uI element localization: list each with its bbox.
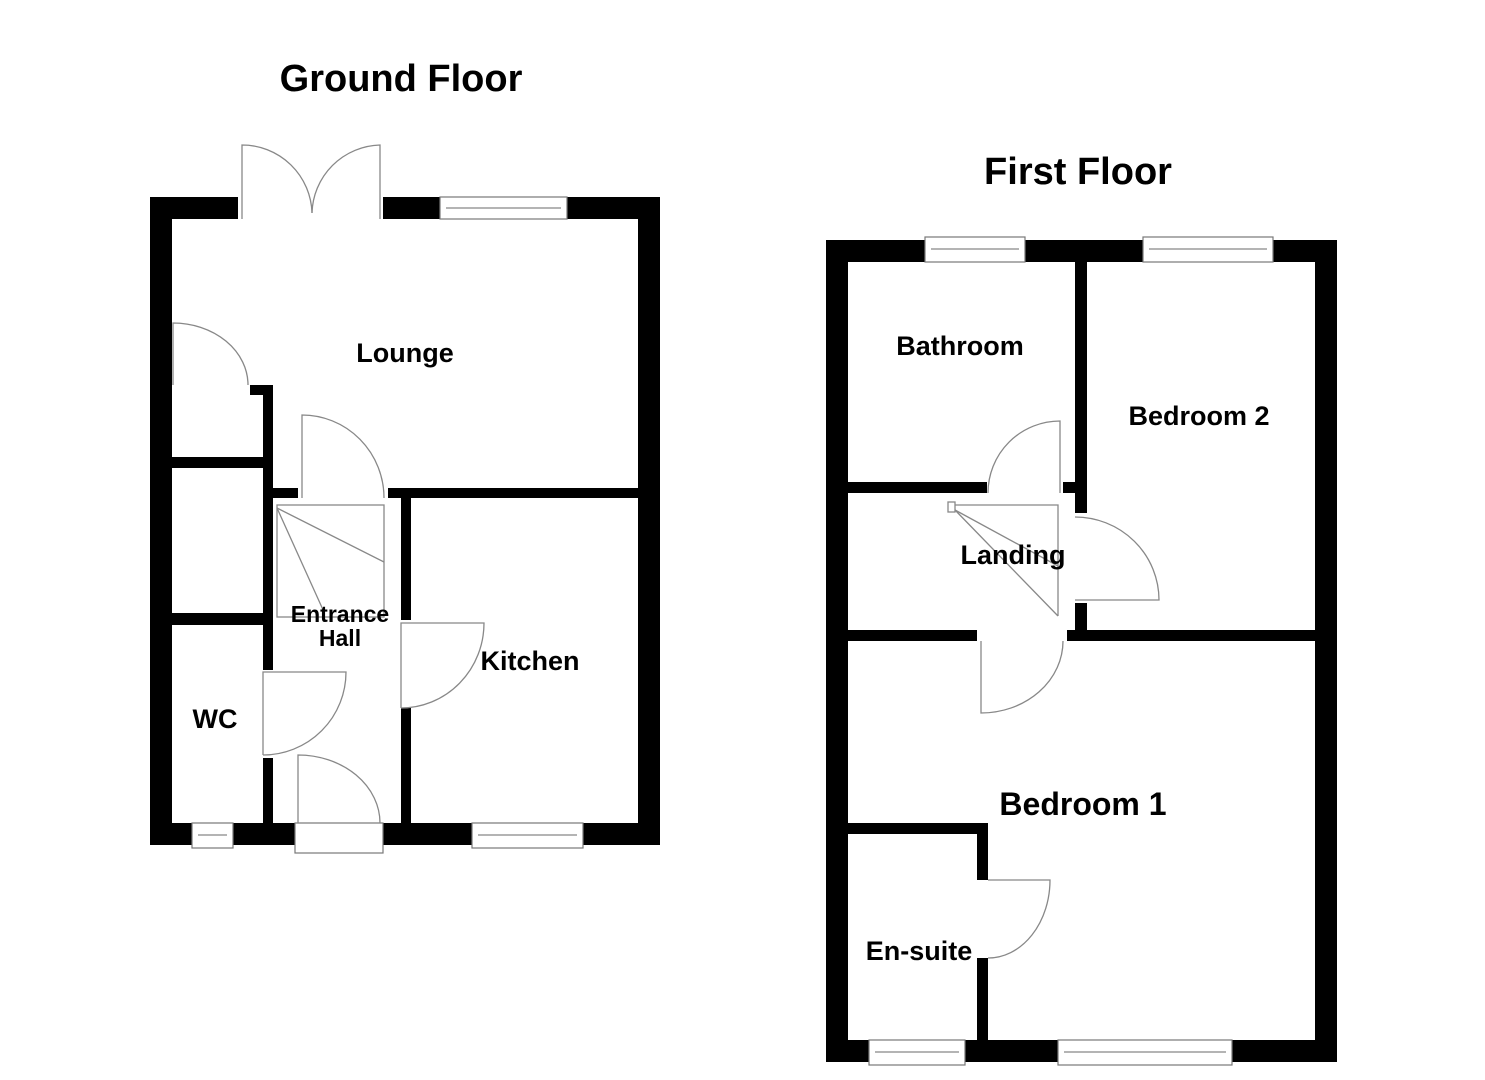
wall bbox=[388, 488, 638, 498]
wall bbox=[401, 708, 411, 823]
wall bbox=[848, 823, 988, 834]
cupboard-door bbox=[172, 322, 249, 386]
first-floor-title: First Floor bbox=[984, 151, 1172, 194]
stairs bbox=[955, 504, 1059, 616]
wall bbox=[401, 498, 411, 620]
room-label-wc: WC bbox=[192, 703, 238, 734]
wall bbox=[638, 197, 660, 845]
room-label-bedroom-2: Bedroom 2 bbox=[1128, 400, 1270, 431]
wall bbox=[977, 958, 988, 1040]
bathroom-door bbox=[987, 420, 1061, 494]
wc-door bbox=[262, 671, 347, 756]
french-door-left bbox=[241, 144, 313, 219]
wall bbox=[1075, 262, 1087, 513]
ensuite-door bbox=[987, 879, 1051, 959]
wall bbox=[172, 613, 263, 625]
room-label-kitchen: Kitchen bbox=[480, 645, 580, 676]
stairs bbox=[276, 504, 385, 618]
entrance-hall-line2: Hall bbox=[318, 625, 362, 651]
wall bbox=[1063, 482, 1075, 493]
room-label-bathroom: Bathroom bbox=[896, 330, 1024, 361]
room-label-entrance-hall: Entrance Hall bbox=[291, 602, 389, 650]
front-door bbox=[297, 754, 381, 824]
front-door-frame bbox=[294, 822, 384, 854]
wall bbox=[250, 385, 273, 395]
wall bbox=[848, 482, 987, 493]
first-floor-plan bbox=[826, 236, 1337, 1066]
wall bbox=[1315, 240, 1337, 1062]
ground-floor-plan bbox=[150, 144, 660, 854]
wall bbox=[826, 240, 848, 1062]
wall bbox=[977, 823, 988, 880]
stair-post bbox=[947, 501, 956, 513]
room-label-lounge: Lounge bbox=[356, 337, 454, 368]
french-door-right bbox=[311, 144, 381, 219]
wall bbox=[1067, 630, 1315, 641]
room-label-landing: Landing bbox=[960, 539, 1066, 570]
wall bbox=[848, 630, 977, 641]
bedroom2-door bbox=[1074, 516, 1160, 601]
wall bbox=[150, 197, 172, 845]
room-label-ensuite: En-suite bbox=[865, 935, 973, 966]
wall bbox=[273, 488, 298, 498]
room-label-bedroom-1: Bedroom 1 bbox=[999, 786, 1167, 823]
wall bbox=[172, 457, 263, 468]
wall bbox=[263, 385, 273, 670]
wall bbox=[263, 758, 273, 823]
entrance-hall-line1: Entrance bbox=[290, 600, 390, 627]
lounge-door bbox=[301, 414, 385, 499]
bedroom1-door bbox=[980, 640, 1064, 714]
kitchen-door bbox=[400, 622, 485, 709]
ground-floor-title: Ground Floor bbox=[279, 58, 523, 101]
